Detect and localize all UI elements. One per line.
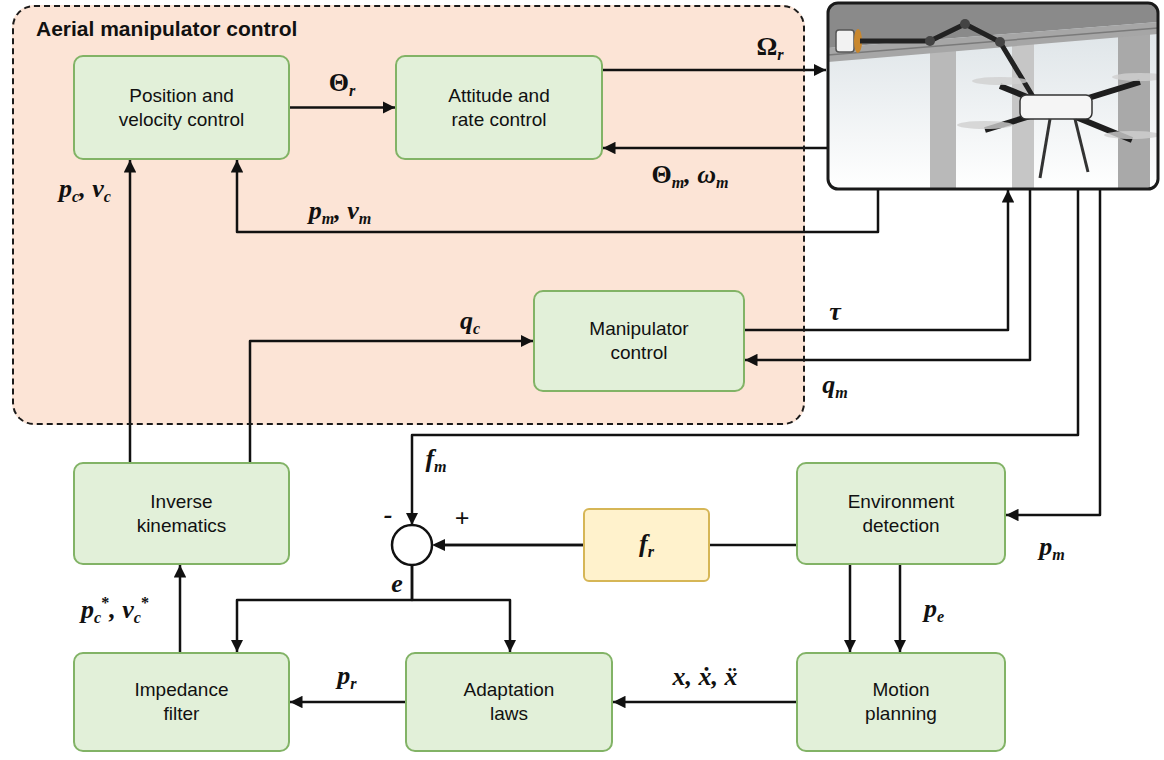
bridge-pillar (1118, 28, 1150, 189)
reference-box: fr (583, 508, 710, 582)
aerial-manipulator-illustration (828, 3, 1158, 189)
signal-connector (899, 565, 902, 652)
edge-label-holder: pr (337, 660, 356, 693)
signal-wire (1006, 190, 1100, 515)
edge-label-holder: qc (460, 305, 480, 338)
illustration-frame (828, 3, 1158, 189)
box-label: Manipulator control (564, 317, 714, 365)
landing-leg (1075, 119, 1088, 172)
signal-wire (603, 147, 827, 150)
signal-label-holder: Θm, ωm (651, 159, 728, 192)
signal-connector (290, 701, 405, 704)
signal-connector (613, 701, 796, 704)
signal-label: pc, vc (59, 174, 111, 203)
signal-wire (237, 160, 878, 232)
arm-joint (925, 36, 935, 46)
edge-label-holder: Θr (329, 67, 356, 100)
arm-joint (960, 19, 970, 29)
signal-label: pm (1039, 532, 1065, 561)
landing-leg (1040, 119, 1050, 178)
process-box: Adaptation laws (405, 652, 613, 752)
edge-label-holder: pe (924, 593, 944, 626)
signal-label-holder: + (455, 503, 470, 534)
process-box: Manipulator control (533, 290, 745, 392)
signal-label-holder: Ωr (756, 31, 783, 64)
signal-connector (179, 565, 182, 652)
process-box: Attitude and rate control (395, 55, 603, 160)
signal-label-holder: τ (829, 296, 841, 327)
box-label: Motion planning (846, 678, 956, 726)
end-effector (836, 30, 854, 52)
signal-label-holder: qm (822, 369, 848, 402)
summing-junction (392, 525, 432, 565)
propeller (1112, 73, 1158, 81)
signal-label: pe (924, 594, 944, 623)
signal-label: pm, vm (309, 196, 372, 225)
signal-wire (745, 190, 1008, 330)
process-box: Motion planning (796, 652, 1006, 752)
signal-wires (237, 70, 1100, 525)
process-box: Impedance filter (73, 652, 290, 752)
drone-body (1020, 95, 1092, 119)
signal-label-holder: pm, vm (309, 195, 372, 228)
box-label: Inverse kinematics (117, 490, 247, 538)
signal-label: + (455, 504, 470, 533)
box-label: Environment detection (836, 490, 966, 538)
signal-connector (290, 106, 395, 109)
signal-label: qc (460, 306, 480, 335)
drone-arm (1000, 86, 1132, 140)
sky (828, 3, 1158, 189)
propeller (972, 77, 1028, 85)
signal-label: Ωr (756, 32, 783, 61)
box-label: Attitude and rate control (439, 84, 559, 132)
signal-label: Θr (329, 68, 356, 97)
process-box: Position and velocity control (73, 55, 290, 160)
signal-connector (412, 545, 583, 652)
control-region: Position and velocity control Attitude an… (12, 5, 805, 425)
box-label: Adaptation laws (449, 678, 569, 726)
signal-label: Θm, ωm (651, 160, 728, 189)
box-label: Impedance filter (122, 678, 242, 726)
arm-joint (995, 37, 1005, 47)
propeller (957, 121, 1013, 129)
bridge-pillar (930, 40, 956, 189)
signal-label: - (384, 500, 393, 529)
process-box: Environment detection (796, 462, 1006, 565)
signal-label-holder: e (391, 568, 403, 599)
signal-label-holder: pm (1039, 531, 1065, 564)
propeller (1104, 131, 1158, 139)
signal-wire (603, 69, 826, 72)
signal-label: e (391, 569, 403, 598)
process-box: Inverse kinematics (73, 462, 290, 565)
signal-label: qm (822, 370, 848, 399)
signal-label: pr (337, 661, 356, 690)
signal-connector (250, 341, 533, 462)
signal-label-holder: - (384, 499, 393, 530)
signal-label: fm (425, 444, 446, 473)
signal-wire (745, 190, 1030, 360)
box-label: Position and velocity control (107, 84, 257, 132)
signal-symbol: fr (639, 528, 654, 561)
signal-connector (129, 160, 132, 462)
edge-label-holder: x, ẋ, ẍ (673, 661, 738, 692)
region-heading: Aerial manipulator control (36, 16, 297, 42)
signal-label: x, ẋ, ẍ (673, 662, 738, 691)
junction-arrowhead (432, 539, 445, 551)
signal-label-holder: fm (425, 443, 446, 476)
edge-label-holder: pc*, vc* (81, 593, 149, 627)
signal-label: pc*, vc* (81, 595, 149, 624)
signal-label: τ (829, 297, 841, 326)
signal-connector (237, 545, 583, 652)
edge-label-holder: pc, vc (59, 173, 111, 206)
